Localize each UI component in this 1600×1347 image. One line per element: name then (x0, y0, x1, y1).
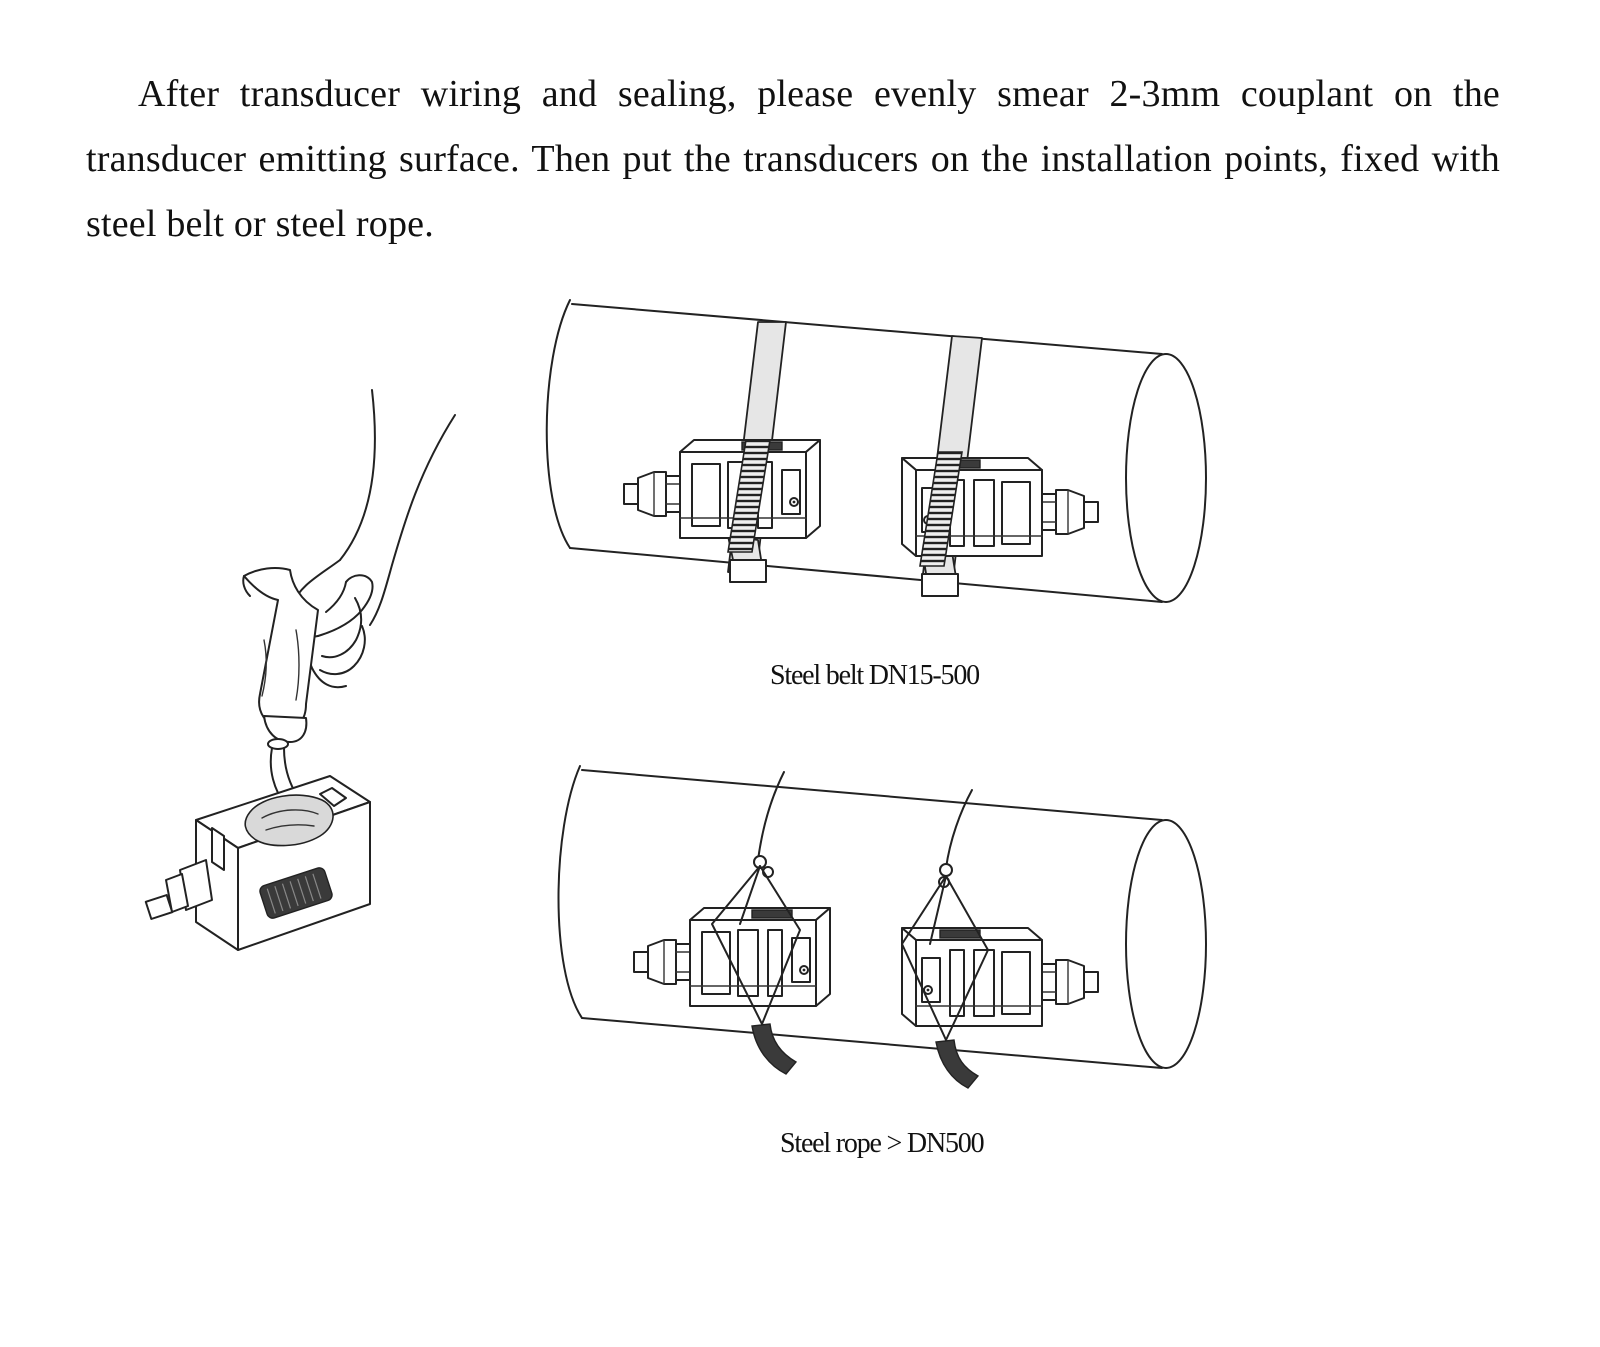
pipe-icon (557, 765, 1207, 1069)
hand-applying-couplant-icon (242, 389, 456, 807)
steel-belt-caption: Steel belt DN15-500 (770, 660, 980, 691)
transducer-icon (144, 775, 371, 951)
instruction-paragraph: After transducer wiring and sealing, ple… (86, 73, 1500, 245)
steel-belt-figure (545, 299, 1207, 603)
pipe-icon (545, 299, 1207, 603)
steel-rope-figure (557, 765, 1207, 1089)
steel-rope-caption: Steel rope > DN500 (780, 1128, 985, 1159)
